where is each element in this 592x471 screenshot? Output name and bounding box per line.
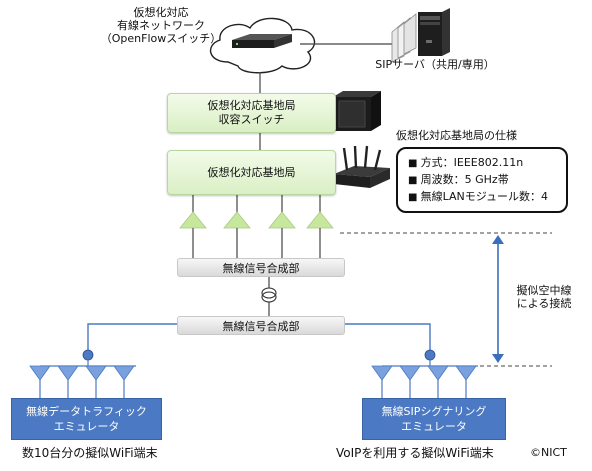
right-feed-node: [424, 349, 436, 361]
cable-coil-icon: [261, 275, 277, 316]
air-link-arrow: [492, 235, 504, 363]
rack-switch-line2: 収容スイッチ: [218, 113, 285, 126]
sip-signaling-emulator-box: 無線SIPシグナリング エミュレータ: [362, 398, 506, 440]
network-label: 仮想化対応 有線ネットワーク （OpenFlowスイッチ）: [96, 6, 226, 45]
air-link-line1: 擬似空中線: [516, 284, 572, 297]
left-emulator-antennas: [29, 360, 136, 398]
emulator-left-line1: 無線データトラフィック: [26, 405, 147, 418]
caption-right: VoIPを利用する擬似WiFi端末: [336, 446, 494, 460]
air-link-line2: による接続: [516, 297, 572, 310]
access-point-icon: [334, 145, 390, 188]
combiner-bottom-label: 無線信号合成部: [222, 319, 300, 333]
right-feed-line: [343, 323, 431, 352]
spec-box: 方式：IEEE802.11n 周波数：5 GHz帯 無線LANモジュール数：4: [396, 147, 568, 213]
spec-item-frequency: 周波数：5 GHz帯: [408, 172, 556, 189]
network-label-line2: 有線ネットワーク: [117, 19, 205, 32]
emulator-right-line2: エミュレータ: [401, 420, 467, 433]
emulator-right-line1: 無線SIPシグナリング: [381, 405, 487, 418]
base-antennas: [179, 211, 334, 229]
sip-server-label: SIPサーバ（共用/専用）: [375, 58, 495, 71]
left-feed-line: [87, 323, 177, 352]
air-link-label: 擬似空中線 による接続: [504, 284, 584, 310]
combiner-bottom: 無線信号合成部: [177, 316, 345, 335]
right-emulator-antennas: [371, 360, 478, 398]
rack-server-icon: [333, 91, 381, 131]
spec-item-standard: 方式：IEEE802.11n: [408, 155, 556, 172]
left-feed-node: [82, 349, 94, 361]
spec-title: 仮想化対応基地局の仕様: [396, 129, 517, 142]
network-label-line3: （OpenFlowスイッチ）: [100, 32, 222, 45]
rack-switch-line1: 仮想化対応基地局: [207, 99, 296, 112]
base-station-label: 仮想化対応基地局: [207, 165, 296, 179]
combiner-top: 無線信号合成部: [177, 258, 345, 277]
network-label-line1: 仮想化対応: [133, 6, 189, 19]
openflow-switch-icon: [232, 34, 292, 48]
spec-item-modules: 無線LANモジュール数：4: [408, 189, 556, 206]
copyright-text: ©NICT: [530, 446, 567, 459]
combiner-top-label: 無線信号合成部: [222, 261, 300, 275]
data-traffic-emulator-box: 無線データトラフィック エミュレータ: [11, 398, 162, 440]
rack-switch-box: 仮想化対応基地局 収容スイッチ: [167, 93, 336, 133]
caption-left: 数10台分の擬似WiFi端末: [22, 446, 158, 460]
base-station-box: 仮想化対応基地局: [167, 150, 336, 195]
sip-server-icon: [391, 8, 450, 63]
emulator-left-line2: エミュレータ: [53, 420, 120, 433]
